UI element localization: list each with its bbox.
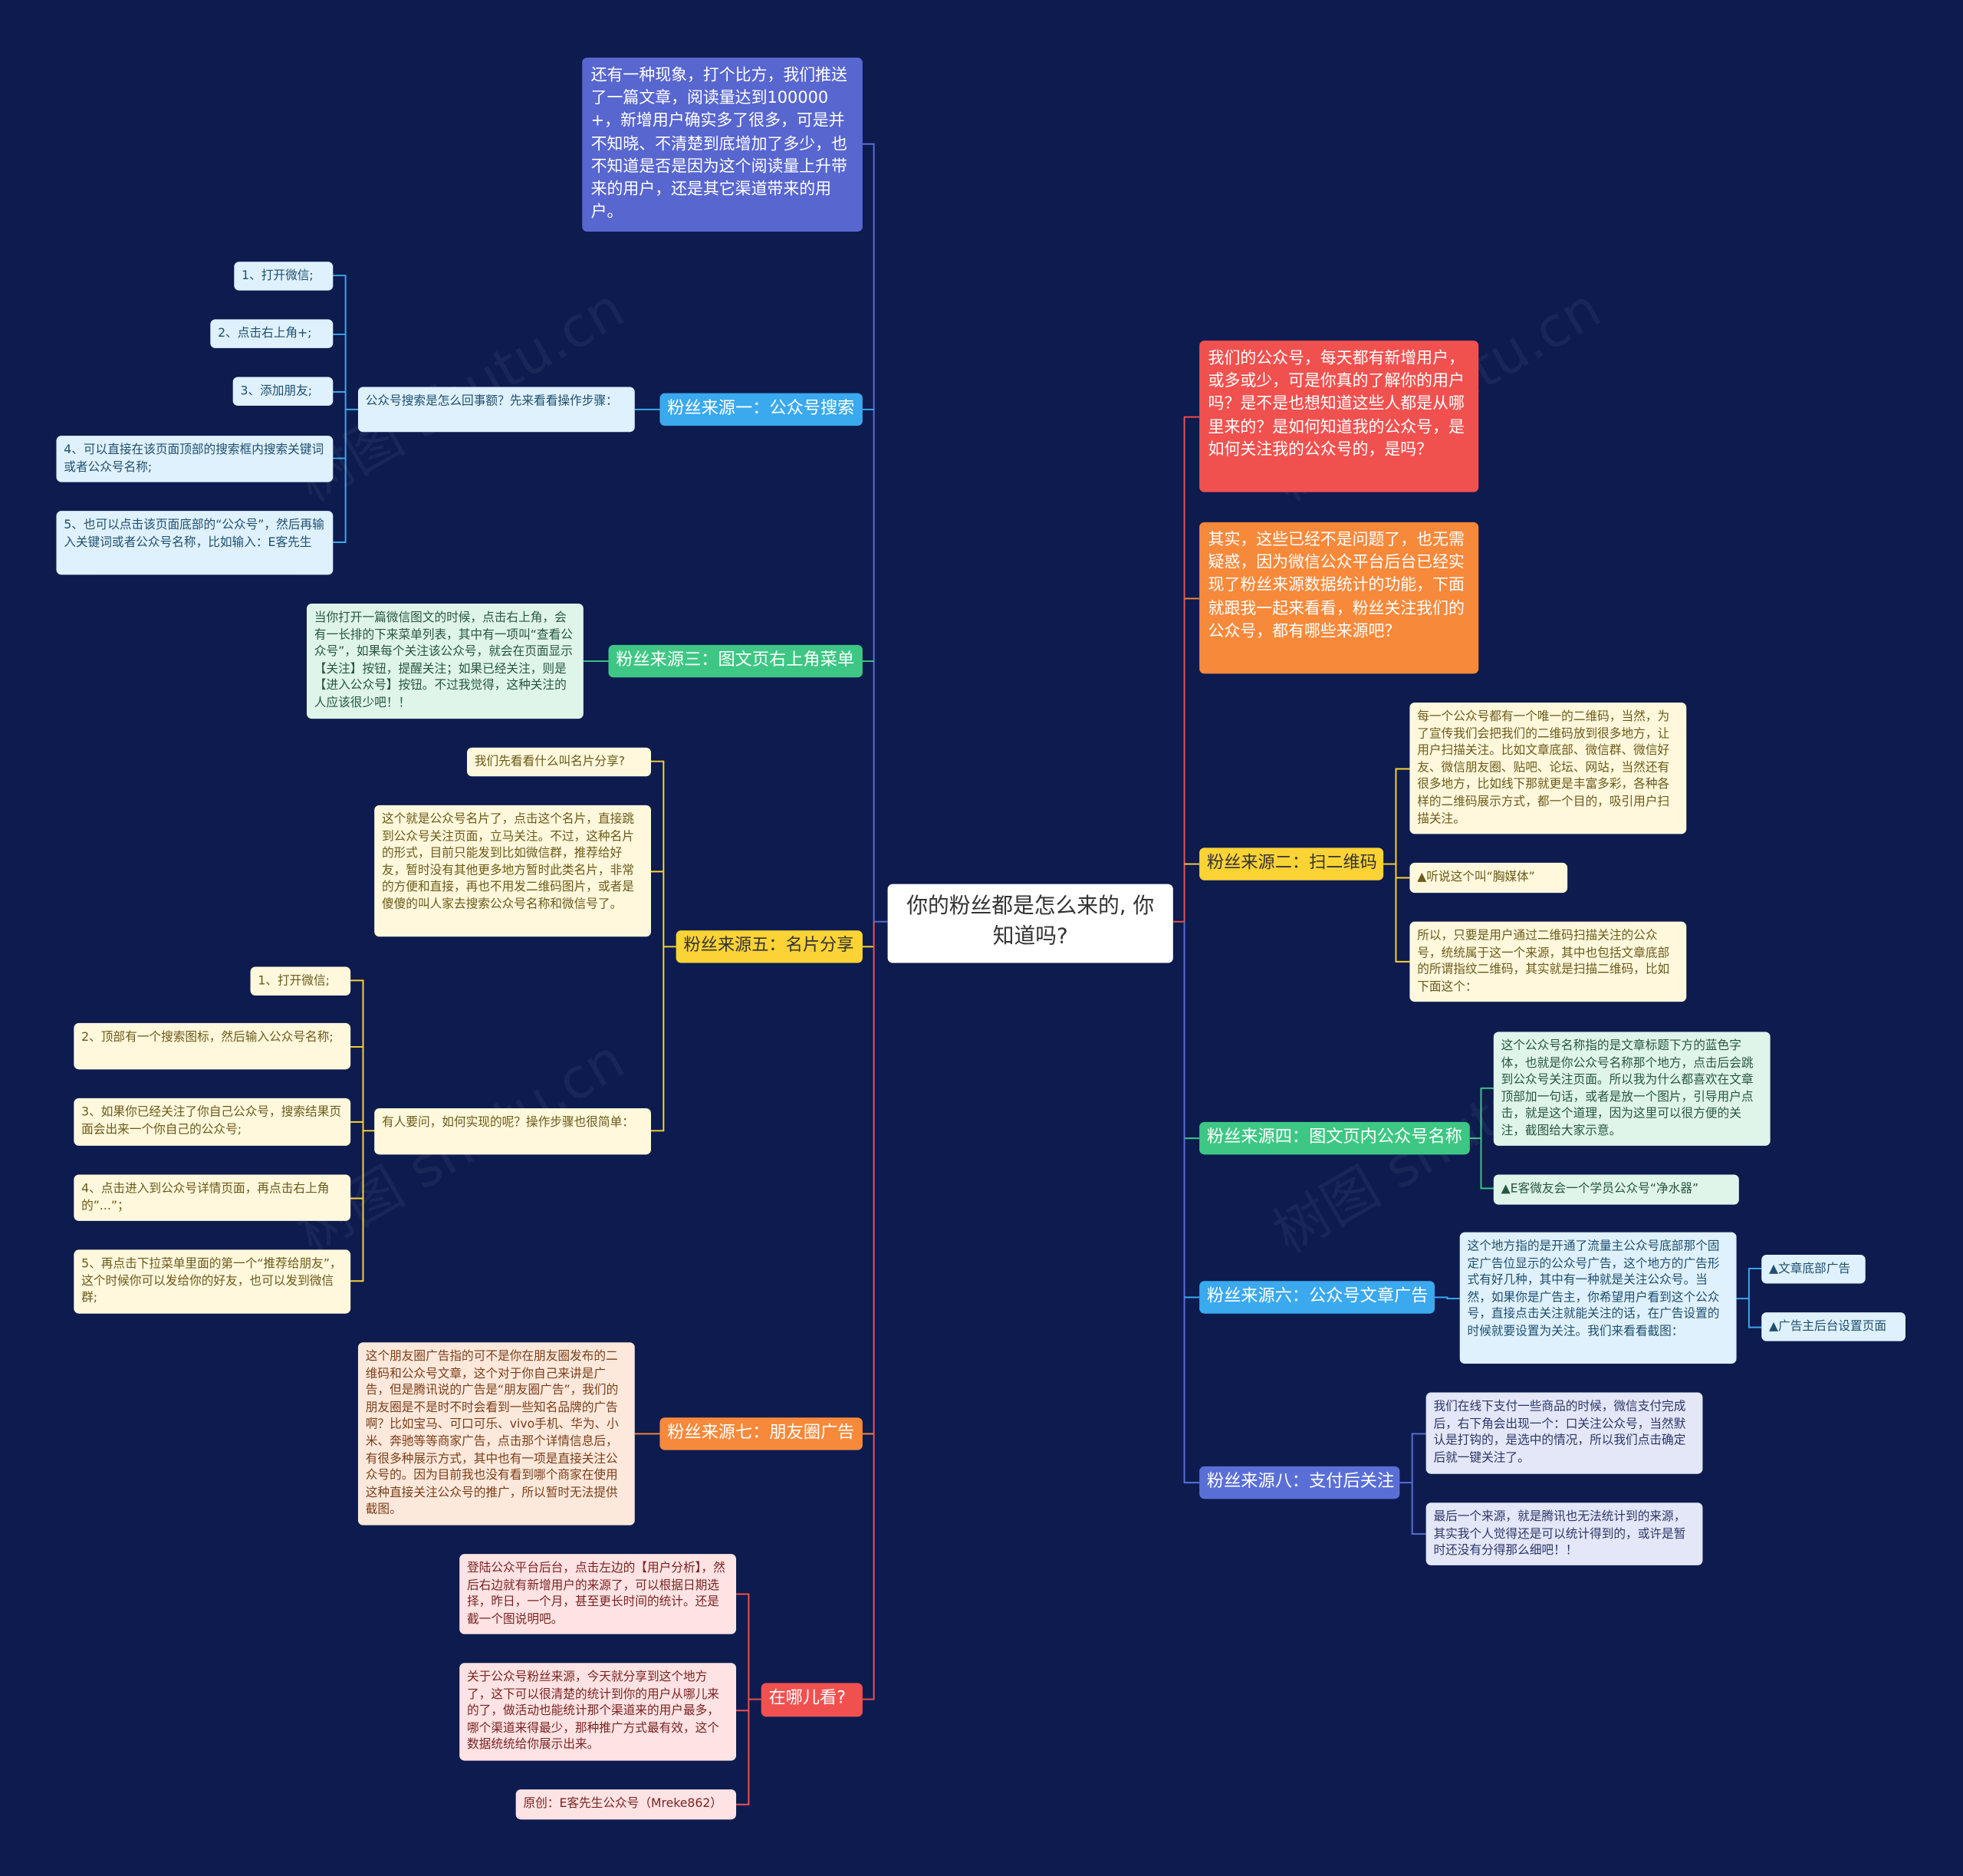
source-3-detail-1[interactable]: 当你打开一篇微信图文的时候，点击右上角，会有一长排的下来菜单列表，其中有一项叫“… bbox=[307, 603, 584, 719]
source-5-mid-node[interactable]: 有人要问，如何实现的呢？操作步骤也很简单： bbox=[374, 1107, 652, 1155]
source-1-mid-node[interactable]: 公众号搜索是怎么回事额？先来看看操作步骤： bbox=[357, 387, 635, 433]
source-5-step-1[interactable]: 1、打开微信; bbox=[250, 966, 351, 996]
branch-source-2[interactable]: 粉丝来源二：扫二维码 bbox=[1199, 847, 1384, 880]
where-detail-2[interactable]: 关于公众号粉丝来源，今天就分享到这个地方了，这下可以很清楚的统计到你的用户从哪儿… bbox=[459, 1663, 737, 1761]
source-8-detail-2[interactable]: 最后一个来源，就是腾讯也无法统计到的来源，其实我个人觉得还是可以统计得到的，或许… bbox=[1425, 1502, 1703, 1565]
branch-source-7[interactable]: 粉丝来源七：朋友圈广告 bbox=[659, 1417, 863, 1450]
source-6-detail-3[interactable]: ▲广告主后台设置页面 bbox=[1761, 1312, 1905, 1341]
branch-source-5[interactable]: 粉丝来源五：名片分享 bbox=[676, 930, 863, 963]
source-4-detail-1[interactable]: 这个公众号名称指的是文章标题下方的蓝色字体，也就是你公众号名称那个地方，点击后会… bbox=[1493, 1032, 1771, 1146]
where-detail-1[interactable]: 登陆公众平台后台，点击左边的【用户分析】，然后右边就有新增用户的来源了，可以根据… bbox=[459, 1554, 737, 1634]
source-5-step-2[interactable]: 2、顶部有一个搜索图标，然后输入公众号名称; bbox=[74, 1022, 351, 1070]
source-7-detail-1[interactable]: 这个朋友圈广告指的可不是你在朋友圈发布的二维码和公众号文章，这个对于你自己来讲是… bbox=[357, 1342, 635, 1525]
source-1-step-1[interactable]: 1、打开微信; bbox=[234, 262, 334, 291]
source-6-detail-1[interactable]: 这个地方指的是开通了流量主公众号底部那个固定广告位显示的公众号广告，这个地方的广… bbox=[1459, 1232, 1737, 1364]
root-topic[interactable]: 你的粉丝都是怎么来的, 你知道吗? bbox=[887, 884, 1173, 963]
intro-question-node[interactable]: 我们的公众号，每天都有新增用户，或多或少，可是你真的了解你的用户吗？是不是也想知… bbox=[1199, 341, 1479, 492]
left-intro-node[interactable]: 还有一种现象，打个比方，我们推送了一篇文章，阅读量达到100000+，新增用户确… bbox=[582, 58, 863, 232]
branch-source-6[interactable]: 粉丝来源六：公众号文章广告 bbox=[1199, 1281, 1435, 1314]
source-5-step-4[interactable]: 4、点击进入到公众号详情页面，再点击右上角的”...”； bbox=[74, 1174, 351, 1221]
source-5-step-3[interactable]: 3、如果你已经关注了你自己公众号，搜索结果页面会出来一个你自己的公众号; bbox=[74, 1098, 351, 1146]
branch-source-3[interactable]: 粉丝来源三：图文页右上角菜单 bbox=[608, 644, 863, 678]
source-4-detail-2[interactable]: ▲E客微友会一个学员公众号“净水器” bbox=[1493, 1174, 1739, 1205]
source-2-detail-3[interactable]: 所以，只要是用户通过二维码扫描关注的公众号，统统属于这一个来源，其中也包括文章底… bbox=[1409, 921, 1687, 1002]
branch-source-1[interactable]: 粉丝来源一：公众号搜索 bbox=[659, 393, 863, 426]
source-2-detail-1[interactable]: 每一个公众号都有一个唯一的二维码，当然，为了宣传我们会把我们的二维码放到很多地方… bbox=[1409, 702, 1687, 834]
branch-source-4[interactable]: 粉丝来源四：图文页内公众号名称 bbox=[1199, 1121, 1470, 1155]
branch-source-8[interactable]: 粉丝来源八：支付后关注 bbox=[1199, 1466, 1400, 1499]
source-5-description[interactable]: 这个就是公众号名片了，点击这个名片，直接跳到公众号关注页面，立马关注。不过，这种… bbox=[374, 805, 652, 937]
intro-answer-node[interactable]: 其实，这些已经不是问题了，也无需疑惑，因为微信公众平台后台已经实现了粉丝来源数据… bbox=[1199, 522, 1479, 674]
branch-where-to-view[interactable]: 在哪儿看? bbox=[761, 1683, 863, 1717]
source-1-step-4[interactable]: 4、可以直接在该页面顶部的搜索框内搜索关键词或者公众号名称; bbox=[56, 436, 334, 482]
source-2-detail-2[interactable]: ▲听说这个叫“胸媒体” bbox=[1409, 862, 1568, 894]
source-1-step-2[interactable]: 2、点击右上角+; bbox=[210, 319, 334, 348]
where-detail-3[interactable]: 原创：E客先生公众号（Mreke862） bbox=[515, 1789, 737, 1820]
source-5-step-5[interactable]: 5、再点击下拉菜单里面的第一个“推荐给朋友”，这个时候你可以发给你的好友，也可以… bbox=[74, 1249, 351, 1314]
source-6-detail-2[interactable]: ▲文章底部广告 bbox=[1761, 1254, 1866, 1284]
source-1-step-3[interactable]: 3、添加朋友; bbox=[232, 377, 334, 406]
source-5-question[interactable]: 我们先看看什么叫名片分享? bbox=[466, 747, 652, 777]
source-1-step-5[interactable]: 5、也可以点击该页面底部的“公众号”，然后再输入关键词或者公众号名称，比如输入：… bbox=[56, 511, 334, 575]
source-8-detail-1[interactable]: 我们在线下支付一些商品的时候，微信支付完成后，右下角会出现一个：口关注公众号，当… bbox=[1425, 1392, 1703, 1474]
